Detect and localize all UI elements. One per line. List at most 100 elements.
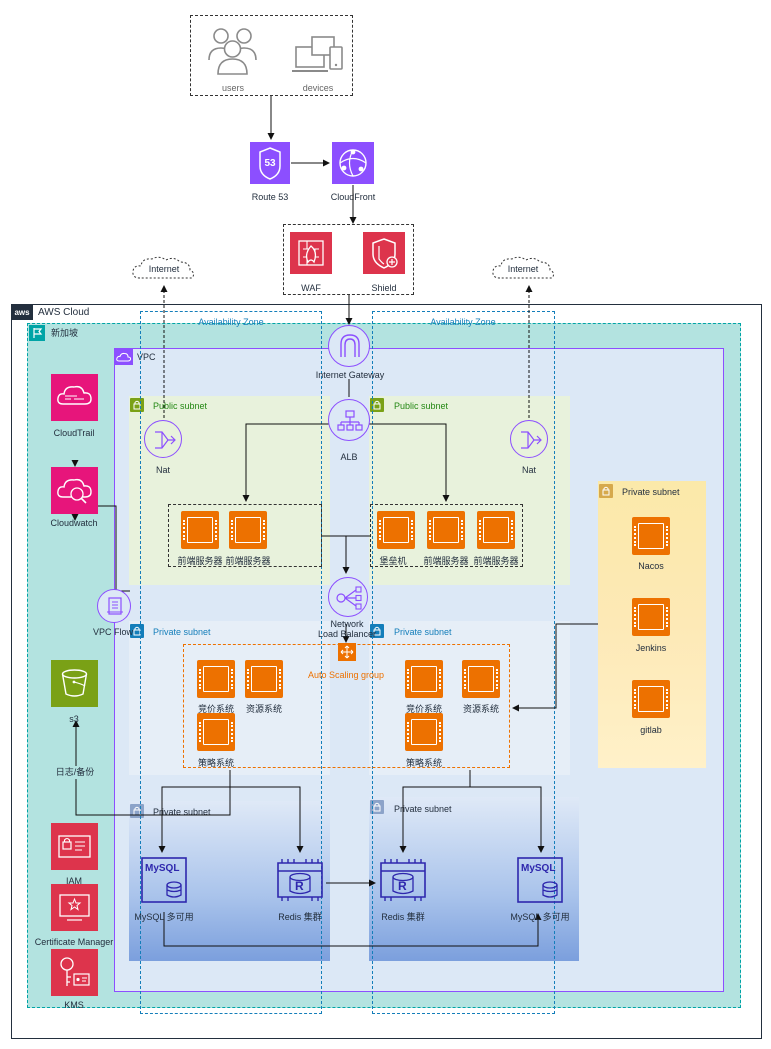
ec2-jenkins-icon: [632, 598, 670, 636]
ec2-bid-right-icon: [405, 660, 443, 698]
certificate-manager-icon: [51, 884, 98, 931]
availability-zone-left-label: Availability Zone: [198, 317, 264, 327]
aws-logo-icon: aws: [11, 304, 33, 320]
nat-gateway-left-icon: [144, 420, 182, 458]
cloudtrail-icon: [51, 374, 98, 421]
vpc-flow-logs-icon: [97, 589, 131, 623]
internet-gateway-label: Internet Gateway: [315, 370, 385, 380]
devices-icon: [292, 33, 348, 77]
region-flag-icon: [29, 325, 45, 341]
bid-right-label: 竞价系统: [405, 704, 443, 714]
cloudwatch-label: Cloudwatch: [50, 518, 98, 528]
gitlab-label: gitlab: [640, 725, 662, 735]
alb-label: ALB: [340, 452, 358, 462]
redis-right-label: Redis 集群: [381, 912, 425, 922]
ec2-res-left-icon: [245, 660, 283, 698]
private-subnet-tools-label: Private subnet: [622, 487, 680, 497]
private-subnet-db-right-lock-icon: [370, 800, 384, 814]
certificate-manager-label: Certificate Manager: [34, 937, 114, 947]
mysql-left-logo: MySQL: [145, 863, 180, 874]
kms-icon: [51, 949, 98, 996]
frontend-left-1-label: 前端服务器: [177, 556, 223, 566]
bastion-label: 堡垒机: [379, 556, 407, 566]
mysql-right-logo: MySQL: [521, 863, 556, 874]
cloudfront-label: CloudFront: [330, 192, 376, 202]
mysql-right-label: MySQL 多可用: [510, 912, 570, 922]
frontend-group-left: [168, 504, 322, 567]
aws-cloud-title: AWS Cloud: [38, 307, 90, 318]
alb-icon: [328, 399, 370, 441]
private-subnet-mid-left-label: Private subnet: [153, 627, 211, 637]
route53-badge: 53: [264, 157, 276, 169]
waf-icon: [290, 232, 332, 274]
ec2-frontend-left-2-icon: [229, 511, 267, 549]
devices-label: devices: [302, 83, 334, 93]
ec2-bastion-icon: [377, 511, 415, 549]
waf-shield-group: [283, 224, 414, 295]
strategy-left-label: 策略系统: [197, 758, 235, 768]
ec2-res-right-icon: [462, 660, 500, 698]
auto-scaling-icon: [338, 643, 356, 661]
res-left-label: 资源系统: [245, 704, 283, 714]
nlb-label-line2: Load Balancer: [317, 629, 377, 639]
waf-label: WAF: [301, 283, 321, 293]
cloudfront-icon: [332, 142, 374, 184]
internet-label-left: Internet: [148, 264, 180, 274]
frontend-right-2-label: 前端服务器: [473, 556, 519, 566]
ec2-bid-left-icon: [197, 660, 235, 698]
jenkins-label: Jenkins: [635, 643, 667, 653]
ec2-frontend-right-2-icon: [477, 511, 515, 549]
ec2-strategy-right-icon: [405, 713, 443, 751]
nat-left-label: Nat: [155, 465, 171, 475]
nlb-label-line1: Network: [330, 619, 364, 629]
mysql-right-icon: MySQL: [515, 855, 565, 905]
frontend-left-2-label: 前端服务器: [225, 556, 271, 566]
s3-label: s3: [69, 714, 79, 724]
ec2-frontend-left-1-icon: [181, 511, 219, 549]
users-devices-group: [190, 15, 353, 96]
redis-left-logo: R: [295, 879, 304, 893]
s3-icon: [51, 660, 98, 707]
public-subnet-left-label: Public subnet: [153, 401, 208, 411]
iam-icon: [51, 823, 98, 870]
ec2-nacos-icon: [632, 517, 670, 555]
nacos-label: Nacos: [638, 561, 664, 571]
ec2-frontend-right-1-icon: [427, 511, 465, 549]
internet-label-right: Internet: [507, 264, 539, 274]
res-right-label: 资源系统: [462, 704, 500, 714]
cloudwatch-icon: [51, 467, 98, 514]
ec2-gitlab-icon: [632, 680, 670, 718]
ec2-strategy-left-icon: [197, 713, 235, 751]
private-subnet-tools-lock-icon: [599, 484, 613, 498]
private-subnet-mid-right-lock-icon: [370, 624, 384, 638]
internet-cloud-right: [490, 254, 558, 284]
private-subnet-mid-right-label: Private subnet: [394, 627, 452, 637]
redis-right-logo: R: [398, 879, 407, 893]
bid-left-label: 竞价系统: [197, 704, 235, 714]
log-backup-label: 日志/备份: [53, 766, 97, 779]
mysql-left-label: MySQL 多可用: [134, 912, 194, 922]
strategy-right-label: 策略系统: [405, 758, 443, 768]
internet-gateway-icon: [328, 325, 370, 367]
shield-icon: [363, 232, 405, 274]
auto-scaling-label: Auto Scaling group: [307, 670, 385, 680]
nat-gateway-right-icon: [510, 420, 548, 458]
kms-label: KMS: [64, 1000, 84, 1010]
aws-cloud-container: [11, 304, 762, 1039]
internet-cloud-left: [130, 254, 198, 284]
vpc-label: VPC: [137, 352, 156, 362]
iam-label: IAM: [65, 876, 83, 886]
availability-zone-right-label: Availability Zone: [430, 317, 496, 327]
nat-right-label: Nat: [521, 465, 537, 475]
users-label: users: [221, 83, 245, 93]
frontend-group-right: [370, 504, 523, 567]
redis-right-icon: R: [377, 855, 429, 905]
users-icon: [205, 24, 260, 76]
redis-left-label: Redis 集群: [278, 912, 322, 922]
mysql-left-icon: MySQL: [139, 855, 189, 905]
route53-icon: 53: [250, 142, 290, 184]
vpc-flow-label: VPC Flow: [92, 627, 134, 637]
cloudtrail-label: CloudTrail: [53, 428, 95, 438]
frontend-right-1-label: 前端服务器: [423, 556, 469, 566]
region-label: 新加坡: [51, 328, 79, 338]
